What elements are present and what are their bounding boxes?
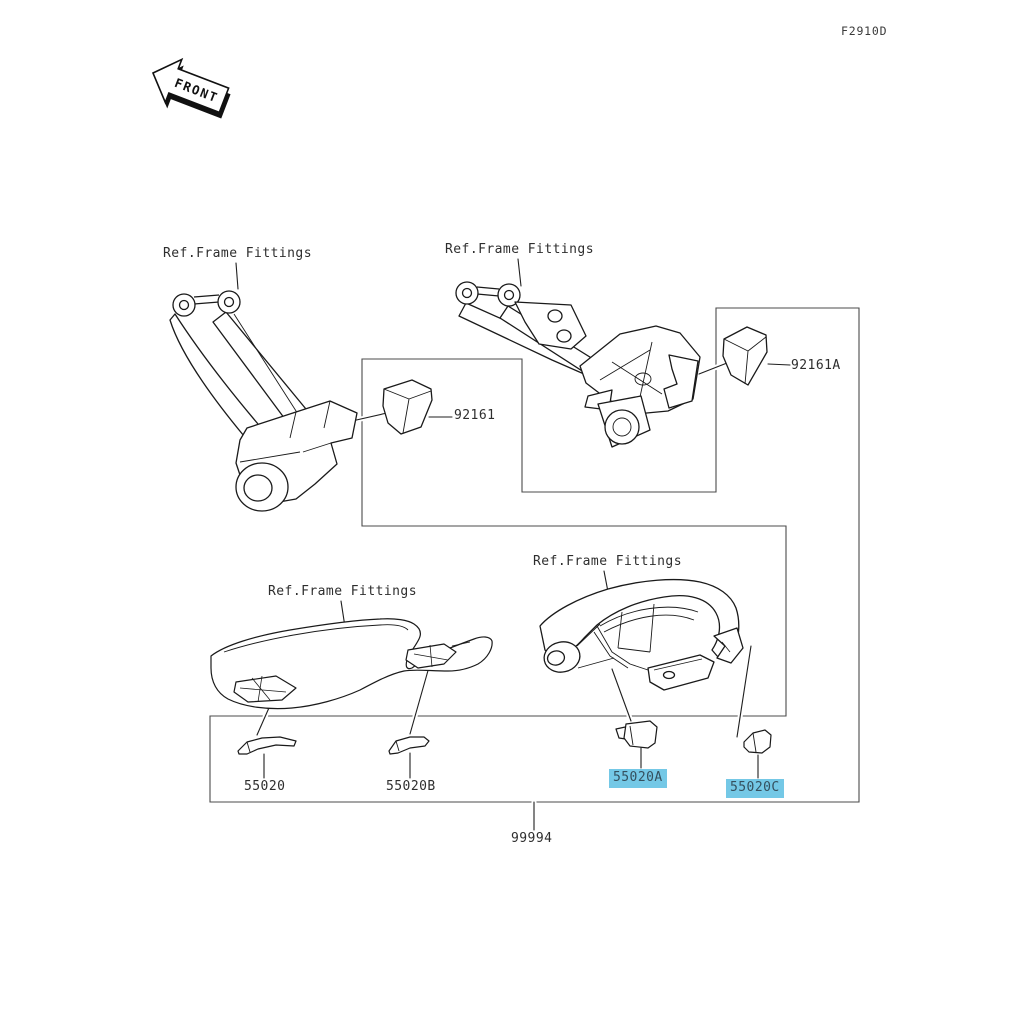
part-label-55020c-highlighted[interactable]: 55020C bbox=[726, 779, 784, 798]
pad-55020-drawing bbox=[238, 737, 296, 754]
damper-92161-drawing bbox=[383, 380, 432, 434]
pad-55020c-drawing bbox=[744, 730, 771, 753]
front-arrow: FRONT bbox=[143, 52, 232, 122]
middle-frame-fitting-drawing bbox=[456, 282, 700, 447]
bottom-left-frame-fitting-drawing bbox=[211, 619, 492, 709]
ref-frame-fittings-label-top-left: Ref.Frame Fittings bbox=[163, 246, 312, 261]
front-arrow-face bbox=[145, 52, 232, 122]
kit-enclosure-outline bbox=[210, 308, 859, 802]
bottom-right-frame-fitting-drawing bbox=[540, 580, 743, 690]
part-label-55020b: 55020B bbox=[386, 779, 436, 794]
pad-55020b-drawing bbox=[389, 737, 429, 754]
part-label-55020: 55020 bbox=[244, 779, 286, 794]
left-frame-fitting-drawing bbox=[170, 291, 357, 511]
part-label-55020a-highlighted[interactable]: 55020A bbox=[609, 769, 667, 788]
ref-frame-fittings-label-bottom-left: Ref.Frame Fittings bbox=[268, 584, 417, 599]
diagram-code: F2910D bbox=[841, 24, 888, 38]
ref-frame-fittings-label-top-middle: Ref.Frame Fittings bbox=[445, 242, 594, 257]
part-label-92161: 92161 bbox=[454, 408, 496, 423]
kit-label-99994: 99994 bbox=[511, 831, 553, 846]
ref-frame-fittings-label-bottom-right: Ref.Frame Fittings bbox=[533, 554, 682, 569]
damper-92161a-drawing bbox=[723, 327, 767, 385]
leader-lines bbox=[236, 259, 790, 830]
pad-55020a-drawing bbox=[616, 721, 657, 748]
part-label-92161a: 92161A bbox=[791, 358, 841, 373]
